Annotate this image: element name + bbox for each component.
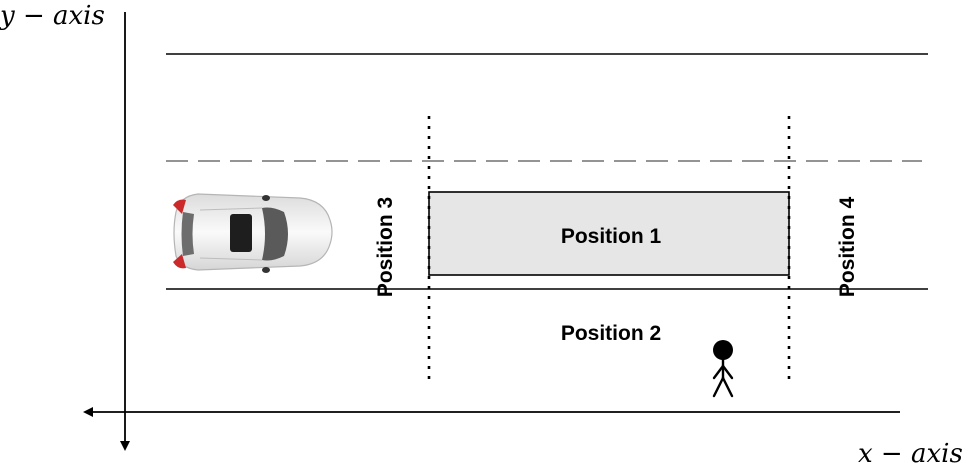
x-axis-label: x − axis (858, 439, 963, 463)
position-1-label: Position 1 (561, 225, 662, 248)
pedestrian-stick-figure-icon (712, 340, 734, 398)
position-3-label: Position 3 (374, 197, 397, 297)
car-top-view-icon (173, 193, 333, 273)
position-2-label: Position 2 (561, 322, 661, 345)
position-1-zone (428, 191, 790, 276)
y-axis-label: y − axis (0, 1, 105, 31)
position-4-label: Position 4 (836, 197, 859, 298)
